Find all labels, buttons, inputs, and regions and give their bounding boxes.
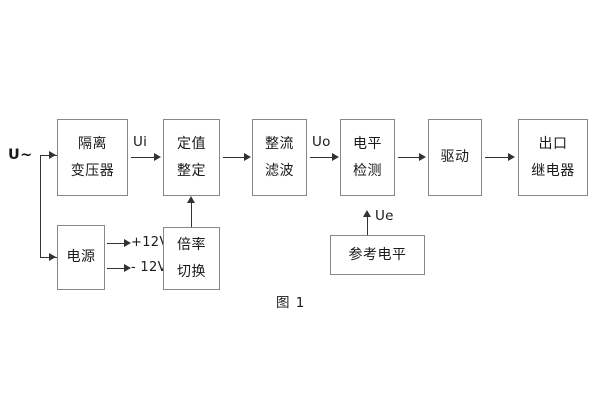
signal-label-ui: Ui — [133, 134, 148, 150]
block-setting-adjust-line-1: 定值 — [177, 135, 206, 152]
arrowhead-into-power-supply — [49, 253, 56, 261]
arrowhead-into-drive — [419, 153, 426, 161]
block-reference-level: 参考电平 — [330, 235, 425, 275]
block-reference-level-line-1: 参考电平 — [348, 246, 407, 263]
figure-caption: 图 1 — [276, 295, 306, 311]
block-power-supply-line-1: 电源 — [66, 249, 96, 266]
signal-label-uo: Uo — [312, 134, 331, 150]
block-drive-line-1: 驱动 — [440, 149, 470, 166]
block-multiplier-switch-line-1: 倍率 — [177, 236, 206, 253]
signal-label-ue: Ue — [375, 208, 394, 224]
wire-rectify-to-level-detect — [310, 157, 333, 159]
arrowhead-supply-positive — [124, 239, 131, 247]
wire-setting-to-rectify — [223, 157, 245, 159]
block-isolation-transformer-line-1: 隔离 — [78, 135, 107, 152]
block-power-supply: 电源 — [57, 225, 105, 290]
block-setting-adjust-line-2: 整定 — [177, 162, 206, 179]
wire-drive-to-output-relay — [485, 157, 509, 159]
wire-multiplier-to-setting — [191, 201, 193, 227]
block-rectify-filter-line-2: 滤波 — [265, 162, 294, 179]
block-level-detect-line-1: 电平 — [353, 135, 382, 152]
supply-positive-label: +12V — [131, 235, 169, 250]
wire-reference-to-level-detect — [367, 216, 369, 235]
block-level-detect: 电平 检测 — [340, 119, 395, 196]
block-rectify-filter-line-1: 整流 — [265, 135, 294, 152]
arrowhead-into-rectify-filter — [244, 153, 251, 161]
supply-negative-label: - 12V — [131, 260, 167, 275]
arrowhead-into-isolation-transformer — [49, 151, 56, 159]
arrowhead-into-level-detect-bottom — [363, 210, 371, 217]
arrowhead-into-setting-adjust-bottom — [187, 196, 195, 203]
arrowhead-into-setting-adjust — [154, 153, 161, 161]
block-rectify-filter: 整流 滤波 — [252, 119, 307, 196]
arrowhead-into-output-relay — [508, 153, 515, 161]
block-setting-adjust: 定值 整定 — [163, 119, 220, 196]
block-drive: 驱动 — [428, 119, 482, 196]
block-isolation-transformer-line-2: 变压器 — [70, 162, 115, 179]
block-output-relay: 出口 继电器 — [518, 119, 588, 196]
block-level-detect-line-2: 检测 — [353, 162, 382, 179]
wire-power-supply-negative — [107, 268, 125, 270]
wire-input-trunk-vertical — [40, 155, 42, 258]
wire-power-supply-positive — [107, 243, 125, 245]
block-multiplier-switch-line-2: 切换 — [177, 263, 206, 280]
block-isolation-transformer: 隔离 变压器 — [57, 119, 128, 196]
input-source-label: U~ — [8, 147, 33, 163]
block-output-relay-line-1: 出口 — [538, 135, 568, 152]
wire-transformer-to-setting — [131, 157, 155, 159]
arrowhead-into-level-detect — [332, 153, 339, 161]
wire-level-detect-to-drive — [398, 157, 420, 159]
arrowhead-supply-negative — [124, 264, 131, 272]
block-multiplier-switch: 倍率 切换 — [163, 227, 220, 290]
block-output-relay-line-2: 继电器 — [531, 162, 575, 179]
